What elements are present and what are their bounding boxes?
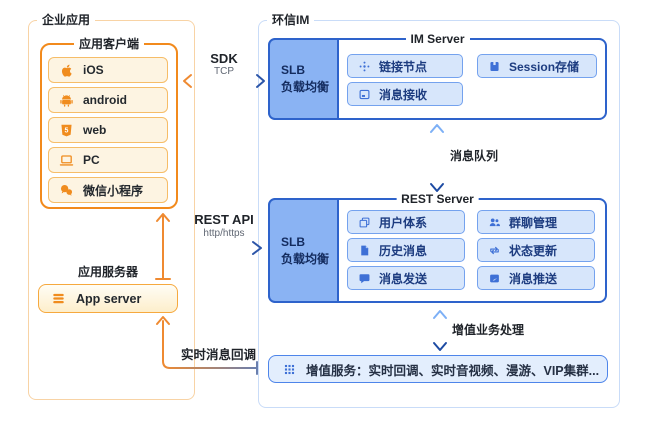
app-server-label: App server — [76, 291, 142, 306]
slb-line2: 负载均衡 — [281, 251, 330, 266]
client-item-label: web — [83, 123, 107, 137]
rest-item-label: 用户体系 — [379, 215, 428, 230]
people-icon — [488, 216, 501, 229]
slb-line1: SLB — [281, 234, 305, 249]
client-item-label: iOS — [83, 63, 104, 77]
sync-icon — [488, 244, 501, 257]
chat-icon — [358, 272, 371, 285]
rest-item-group-chat: 群聊管理 — [477, 210, 595, 234]
client-item-wechat-miniprogram: 微信小程序 — [48, 177, 168, 203]
client-item-label: android — [83, 93, 127, 107]
push-icon — [488, 272, 501, 285]
slb-line2: 负载均衡 — [281, 80, 330, 94]
im-item-message-receive: 消息接收 — [347, 82, 463, 106]
rest-item-history-messages: 历史消息 — [347, 238, 465, 262]
easemob-im-title: 环信IM — [267, 12, 315, 29]
android-icon — [59, 93, 74, 108]
sdk-label: SDK — [210, 51, 238, 66]
nodes-icon — [358, 60, 371, 73]
app-client-group: 应用客户端 — [40, 36, 178, 209]
rest-item-label: 消息推送 — [509, 271, 558, 286]
rest-api-label: REST API — [194, 212, 254, 227]
rest-item-label: 消息发送 — [379, 271, 428, 286]
client-item-web: 5 web — [48, 117, 168, 143]
app-server-box: App server — [38, 284, 178, 313]
im-server-title: IM Server — [405, 31, 470, 48]
client-item-ios: iOS — [48, 57, 168, 83]
storage-icon — [488, 60, 501, 73]
client-item-pc: PC — [48, 147, 168, 173]
im-item-session-storage: Session存储 — [477, 54, 597, 78]
rest-slb-box: SLB 负载均衡 — [268, 198, 339, 303]
server-list-icon — [51, 291, 66, 306]
rest-item-label: 历史消息 — [379, 243, 428, 258]
enterprise-app-title: 企业应用 — [37, 12, 96, 29]
vas-flow-label: 增值业务处理 — [452, 323, 525, 337]
im-item-label: Session存储 — [509, 59, 580, 74]
rest-api-sublabel: http/https — [203, 228, 245, 239]
slb-line1: SLB — [281, 63, 305, 77]
app-client-title: 应用客户端 — [73, 36, 145, 53]
rest-item-label: 状态更新 — [509, 243, 558, 258]
value-added-services-label: 增值服务：实时回调、实时音视频、漫游、VIP集群... — [306, 363, 600, 378]
im-slb-box: SLB 负载均衡 — [268, 38, 339, 120]
wechat-icon — [59, 183, 74, 198]
laptop-icon — [59, 153, 74, 168]
im-item-label: 链接节点 — [379, 59, 428, 74]
client-item-android: android — [48, 87, 168, 113]
web-icon: 5 — [59, 123, 74, 138]
app-server-caption: 应用服务器 — [77, 265, 138, 279]
grid-icon — [283, 363, 296, 376]
document-icon — [358, 244, 371, 257]
enterprise-app-group: 企业应用 — [28, 12, 195, 400]
rest-item-message-push: 消息推送 — [477, 266, 595, 290]
rest-item-message-send: 消息发送 — [347, 266, 465, 290]
rest-item-label: 群聊管理 — [509, 215, 558, 230]
svg-text:5: 5 — [65, 127, 69, 134]
apple-icon — [59, 63, 74, 78]
rest-item-user-system: 用户体系 — [347, 210, 465, 234]
sdk-sublabel: TCP — [214, 66, 234, 77]
rest-server-title: REST Server — [396, 191, 479, 208]
value-added-services-box: 增值服务：实时回调、实时音视频、漫游、VIP集群... — [268, 355, 608, 383]
im-item-label: 消息接收 — [379, 87, 428, 102]
copy-icon — [358, 216, 371, 229]
client-item-label: PC — [83, 153, 100, 167]
message-queue-label: 消息队列 — [450, 149, 499, 163]
message-receive-icon — [358, 88, 371, 101]
client-item-label: 微信小程序 — [83, 183, 144, 198]
im-item-link-nodes: 链接节点 — [347, 54, 463, 78]
callback-label: 实时消息回调 — [181, 348, 257, 362]
easemob-im-group: 环信IM — [258, 12, 620, 408]
rest-item-status-update: 状态更新 — [477, 238, 595, 262]
